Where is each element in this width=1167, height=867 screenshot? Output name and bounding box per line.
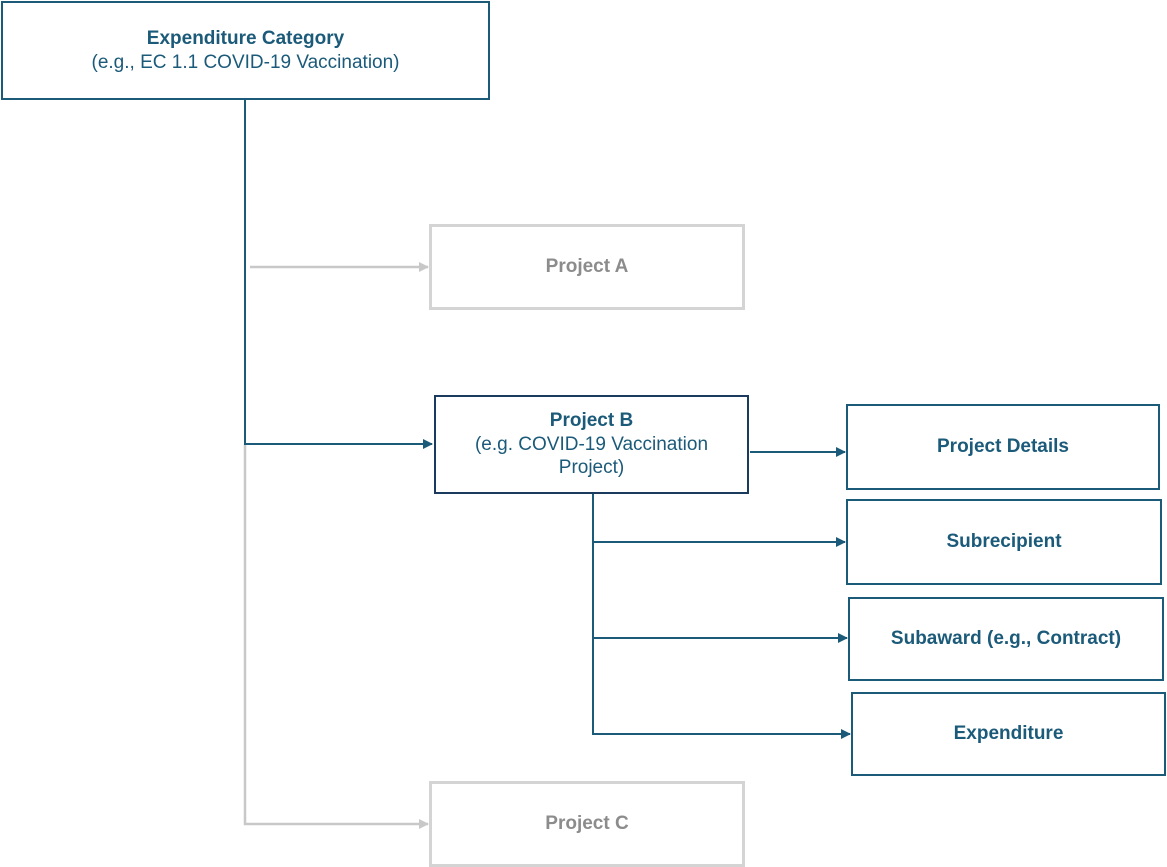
trunk-line-active	[244, 100, 433, 449]
project-b-box: Project B (e.g. COVID-19 Vaccination Pro…	[434, 395, 749, 494]
subaward-box: Subaward (e.g., Contract)	[848, 597, 1164, 681]
project-c-title: Project C	[545, 813, 629, 835]
project-details-label: Project Details	[937, 436, 1069, 458]
expenditure-category-subtitle: (e.g., EC 1.1 COVID-19 Vaccination)	[91, 51, 400, 73]
subaward-label: Subaward (e.g., Contract)	[890, 628, 1122, 650]
subrecipient-box: Subrecipient	[846, 499, 1162, 585]
project-b-title: Project B	[549, 409, 634, 431]
project-b-subtitle-line1: (e.g. COVID-19 Vaccination	[474, 433, 709, 455]
expenditure-category-title: Expenditure Category	[146, 27, 345, 49]
expenditure-label: Expenditure	[953, 723, 1064, 745]
expenditure-box: Expenditure	[851, 692, 1166, 776]
expenditure-category-box: Expenditure Category (e.g., EC 1.1 COVID…	[1, 1, 490, 100]
project-c-box: Project C	[429, 781, 745, 867]
trunk-line-muted	[243, 444, 429, 829]
subrecipient-label: Subrecipient	[946, 531, 1062, 553]
project-details-box: Project Details	[846, 404, 1160, 490]
project-b-subtitle-line2: Project)	[558, 457, 625, 479]
project-a-box: Project A	[429, 224, 745, 310]
project-a-title: Project A	[545, 256, 629, 278]
